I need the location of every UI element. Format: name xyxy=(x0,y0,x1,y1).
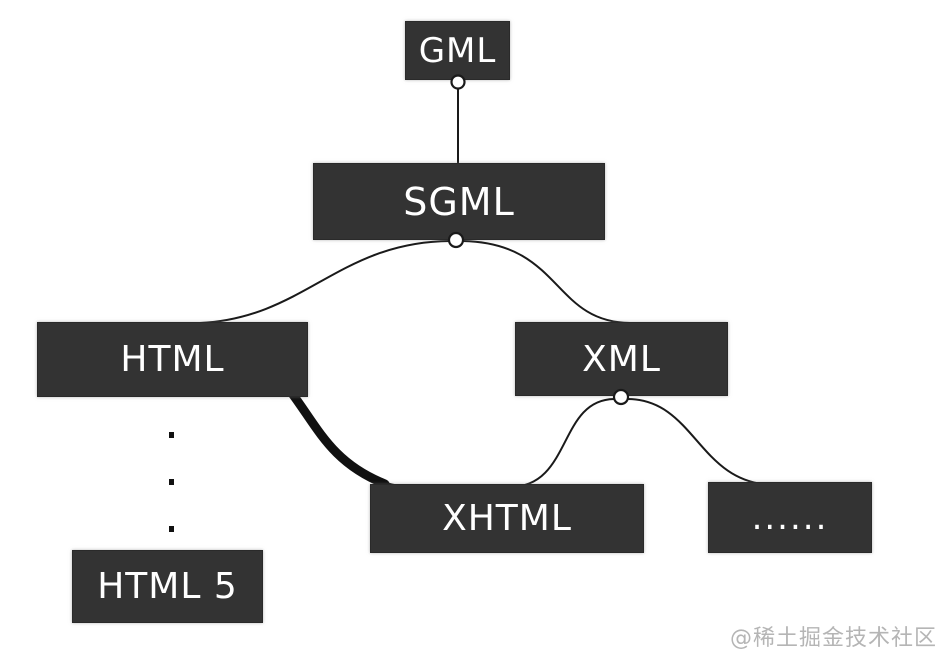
node-gml-label: GML xyxy=(418,30,497,71)
node-sgml: SGML xyxy=(313,163,605,240)
node-xml-label: XML xyxy=(582,338,661,380)
edge-sgml-html xyxy=(199,240,451,324)
node-xml: XML xyxy=(515,322,728,396)
node-gml: GML xyxy=(405,21,510,80)
edge-xml-xhtml xyxy=(509,398,615,488)
watermark: @稀土掘金技术社区 xyxy=(729,626,937,651)
node-html-label: HTML xyxy=(120,339,225,380)
edge-xml-others xyxy=(627,398,775,486)
node-others-ellipsis: ...... xyxy=(708,482,872,553)
node-others-label: ...... xyxy=(751,497,829,538)
node-html5-label: HTML 5 xyxy=(97,566,238,607)
node-xhtml-label: XHTML xyxy=(442,498,572,539)
edge-html-html5-dotted xyxy=(169,432,174,532)
node-sgml-label: SGML xyxy=(403,179,515,224)
node-html5: HTML 5 xyxy=(72,550,263,623)
node-html: HTML xyxy=(37,322,308,397)
edge-sgml-xml xyxy=(462,240,631,324)
edge-html-xhtml-thick xyxy=(283,383,390,489)
node-xhtml: XHTML xyxy=(370,484,644,553)
